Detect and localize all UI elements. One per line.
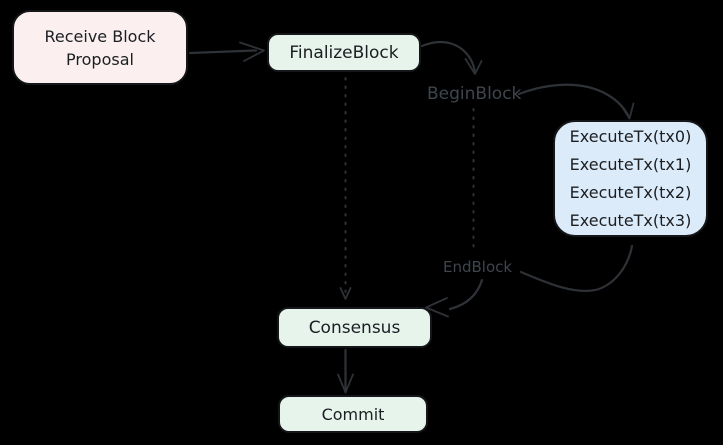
- node-execute-tx: ExecuteTx(tx0) ExecuteTx(tx1) ExecuteTx(…: [553, 120, 708, 237]
- dotted-line-finalize-to-consensus: [339, 77, 352, 300]
- label-begin-block: BeginBlock: [427, 84, 522, 104]
- curve-executetx-to-endblock: [519, 244, 634, 293]
- execute-tx-line: ExecuteTx(tx3): [569, 210, 692, 230]
- node-commit: Commit: [278, 395, 428, 433]
- node-receive-block-proposal: Receive Block Proposal: [12, 10, 188, 85]
- node-receive-label-line1: Receive Block: [44, 26, 156, 46]
- node-finalize-block: FinalizeBlock: [267, 33, 421, 72]
- arrow-consensus-to-commit: [337, 348, 354, 394]
- node-commit-label: Commit: [321, 404, 385, 424]
- node-finalize-label: FinalizeBlock: [289, 42, 399, 63]
- execute-tx-line: ExecuteTx(tx1): [569, 154, 692, 174]
- arrow-endblock-to-consensus: [425, 278, 484, 318]
- arrow-finalize-to-beginblock: [420, 41, 483, 75]
- arrow-beginblock-to-executetx: [517, 83, 635, 120]
- node-consensus-label: Consensus: [308, 317, 401, 338]
- execute-tx-line: ExecuteTx(tx0): [569, 126, 692, 146]
- execute-tx-line: ExecuteTx(tx2): [569, 182, 692, 202]
- node-consensus: Consensus: [277, 307, 432, 348]
- label-end-block: EndBlock: [443, 258, 513, 276]
- arrow-receive-to-finalize: [188, 41, 265, 62]
- node-receive-label-line2: Proposal: [66, 49, 134, 69]
